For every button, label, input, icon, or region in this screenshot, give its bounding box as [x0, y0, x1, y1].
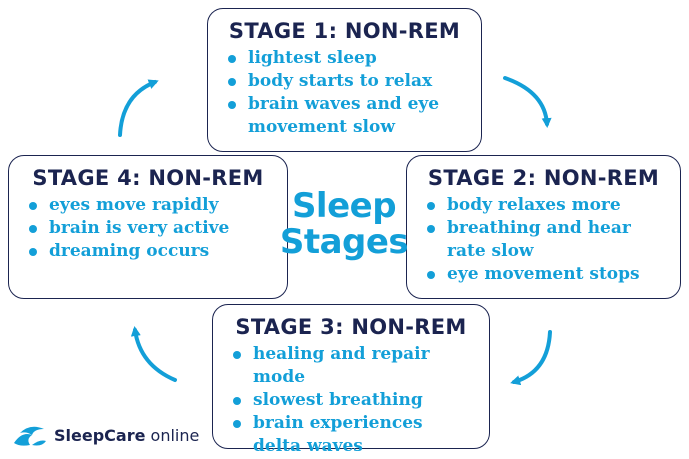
arrow-stage4-to-stage1: [118, 79, 159, 137]
stage-4-bullets: eyes move rapidly brain is very active d…: [23, 194, 273, 263]
stage-1-title: STAGE 1: NON-REM: [228, 19, 461, 43]
list-item: lightest sleep: [222, 47, 467, 70]
list-item: body starts to relax: [222, 70, 467, 93]
stage-1-box: STAGE 1: NON-REM lightest sleep body sta…: [207, 8, 482, 152]
list-item: healing and repair mode: [227, 343, 475, 389]
list-item: brain is very active: [23, 217, 273, 240]
wave-icon: [14, 426, 46, 446]
list-item: breathing and hear rate slow: [421, 217, 666, 263]
center-title-line1: Sleep: [291, 186, 397, 226]
stage-2-bullets: body relaxes more breathing and hear rat…: [421, 194, 666, 286]
stage-2-box: STAGE 2: NON-REM body relaxes more breat…: [406, 155, 681, 299]
stage-3-title: STAGE 3: NON-REM: [235, 315, 467, 339]
list-item: body relaxes more: [421, 194, 666, 217]
list-item: eye movement stops: [421, 263, 666, 286]
center-title: Sleep Stages: [278, 188, 410, 260]
arrow-stage1-to-stage2: [503, 76, 552, 128]
list-item: brain experiences delta waves: [227, 412, 475, 458]
list-item: slowest breathing: [227, 389, 475, 412]
stage-4-title: STAGE 4: NON-REM: [32, 166, 264, 190]
brand-name: SleepCare online: [54, 425, 200, 445]
stage-1-bullets: lightest sleep body starts to relax brai…: [222, 47, 467, 139]
stage-3-bullets: healing and repair mode slowest breathin…: [227, 343, 475, 458]
list-item: dreaming occurs: [23, 240, 273, 263]
stage-3-box: STAGE 3: NON-REM healing and repair mode…: [212, 304, 490, 456]
arrow-stage3-to-stage4: [130, 326, 177, 382]
stage-2-title: STAGE 2: NON-REM: [427, 166, 660, 190]
brand-logo: SleepCare online: [12, 420, 199, 450]
center-title-line2: Stages: [279, 222, 409, 262]
list-item: brain waves and eye movement slow: [222, 93, 467, 139]
arrow-stage2-to-stage3: [510, 330, 552, 386]
stage-4-box: STAGE 4: NON-REM eyes move rapidly brain…: [8, 155, 288, 299]
list-item: eyes move rapidly: [23, 194, 273, 217]
